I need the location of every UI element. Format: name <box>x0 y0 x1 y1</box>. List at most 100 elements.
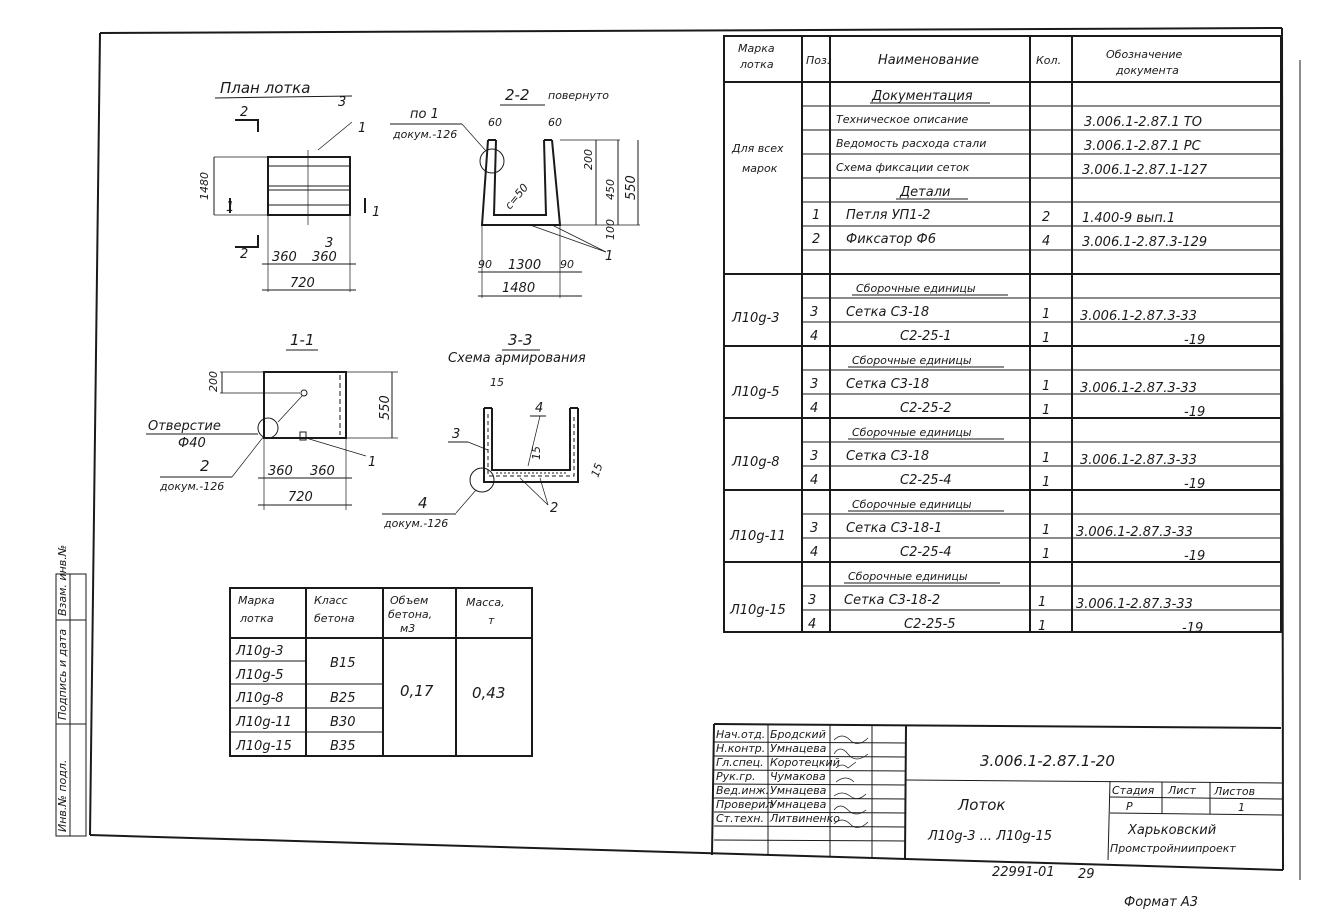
spec-mark: Л10g-3 <box>731 311 780 326</box>
spec-section-heading: Сборочные единицы <box>856 282 976 295</box>
spec-name: С2-25-4 <box>900 545 952 560</box>
spec-name: Сетка С3-18 <box>846 449 929 464</box>
spec-qty: 1 <box>1042 451 1050 466</box>
signatory-name: Коротецкий <box>770 756 840 769</box>
dimension-label: 360 <box>268 464 293 479</box>
spec-name: Схема фиксации сеток <box>836 161 970 174</box>
plan-view: План лотка 2 3 1 1480 1 1 2 3 360 360 72… <box>198 79 380 292</box>
table-header: м3 <box>400 622 415 635</box>
table-header: Марка <box>738 42 775 55</box>
dimension-label: 1480 <box>502 281 535 296</box>
signatory-role: Н.контр. <box>716 742 765 755</box>
document-code: 3.006.1-2.87.1-20 <box>980 752 1115 770</box>
table-cell: 0,17 <box>400 682 434 700</box>
product-name: Лоток <box>957 796 1005 814</box>
table-header: бетона, <box>388 608 432 621</box>
table-cell: В25 <box>330 691 355 706</box>
spec-row-lines <box>724 105 1281 611</box>
spec-name: С2-25-2 <box>900 401 952 416</box>
spec-doc: 3.006.1-2.87.1 РС <box>1084 139 1202 154</box>
side-stamp: Инв.№ подл. Подпись и дата Взам. инв.№ <box>55 545 87 837</box>
stage-label: Стадия <box>1112 784 1155 797</box>
spec-qty: 1 <box>1038 595 1046 610</box>
table-header: Класс <box>314 594 348 607</box>
stamp-text: Взам. инв.№ <box>56 545 69 616</box>
reference-doc: докум.-126 <box>383 517 448 530</box>
spec-name: С2-25-5 <box>904 617 956 632</box>
section-subtitle: Схема армирования <box>448 351 586 366</box>
cut-label: 2 <box>240 105 248 120</box>
spec-name: Ведомость расхода стали <box>836 137 986 150</box>
signatory-role: Проверил <box>716 798 772 811</box>
callout-label: Отверстие <box>148 419 221 434</box>
table-header: Наименование <box>878 53 979 68</box>
section-note: повернуто <box>548 89 609 102</box>
dimension-label: 1480 <box>198 172 211 200</box>
dimension-label: c=50 <box>502 181 531 212</box>
spec-mark-all: марок <box>742 162 778 175</box>
spec-section-heading: Детали <box>899 185 950 200</box>
table-header: Кол. <box>1036 54 1061 67</box>
signatory-name: Умнацева <box>770 742 827 755</box>
reference-label: 4 <box>418 494 428 512</box>
table-cell: В30 <box>330 715 355 730</box>
signature-scribbles <box>833 735 869 828</box>
dimension-label: 90 <box>560 258 574 271</box>
signatory-name: Умнацева <box>770 784 827 797</box>
position-label: 1 <box>368 455 376 470</box>
spec-doc: 3.006.1-2.87.3-33 <box>1080 381 1197 396</box>
spec-doc: 1.400-9 вып.1 <box>1082 211 1175 226</box>
spec-name: С2-25-4 <box>900 473 952 488</box>
table-cell: В35 <box>330 739 355 754</box>
section-2-2: 2-2 повернуто по 1 докум.-126 60 60 c=50… <box>390 86 640 298</box>
stage-value: Р <box>1126 800 1133 813</box>
spec-doc: -19 <box>1184 549 1205 564</box>
table-header: Объем <box>390 594 428 607</box>
spec-name: Сетка С3-18-1 <box>846 521 942 536</box>
spec-section-heading: Документация <box>871 89 973 104</box>
sheets-label: Листов <box>1213 785 1255 798</box>
position-label: 4 <box>535 401 543 416</box>
table-cell: Л10g-15 <box>235 739 292 754</box>
section-1-1: 1-1 200 550 Отверстие Ф40 2 докум.-126 1… <box>146 331 398 510</box>
spec-mark: Л10g-5 <box>731 385 780 400</box>
table-header: Марка <box>238 594 275 607</box>
cut-label: 3 <box>325 236 333 251</box>
table-header: Обозначение <box>1106 48 1183 61</box>
dimension-label: 720 <box>288 490 313 505</box>
specification-table: Марка лотка Поз. Наименование Кол. Обозн… <box>723 35 1282 636</box>
position-label: 1 <box>358 121 366 136</box>
spec-group: Сборочные единицы Л10g-3 3 Сетка С3-18 1… <box>731 282 1205 348</box>
table-header: Масса, <box>466 596 505 609</box>
signatory-name: Бродский <box>770 728 826 741</box>
signatory-role: Вед.инж. <box>716 784 769 797</box>
signatory-name: Чумакова <box>770 770 826 783</box>
dimension-label: 100 <box>604 219 617 240</box>
reference-label: по 1 <box>410 107 439 122</box>
table-cell: Л10g-11 <box>235 715 292 730</box>
spec-pos: 4 <box>810 545 818 560</box>
spec-pos: 3 <box>810 449 818 464</box>
signatory-name: Литвиненко <box>769 812 840 825</box>
archive-number: 22991-01 <box>992 865 1055 880</box>
concrete-table: Марка лотка Класс бетона Объем бетона, м… <box>229 587 533 757</box>
spec-pos: 3 <box>810 521 818 536</box>
signatory-role: Ст.техн. <box>716 812 764 825</box>
spec-name: Техническое описание <box>836 113 968 126</box>
spec-qty: 1 <box>1042 403 1050 418</box>
reference-label: 2 <box>200 457 210 475</box>
spec-doc: 3.006.1-2.87.3-33 <box>1076 597 1193 612</box>
stamp-text: Подпись и дата <box>56 629 69 720</box>
signatory-role: Нач.отд. <box>716 728 765 741</box>
reference-doc: докум.-126 <box>392 128 457 141</box>
spec-section-heading: Сборочные единицы <box>852 426 972 439</box>
section-title: 3-3 <box>508 331 533 349</box>
spec-group: Сборочные единицы Л10g-5 3 Сетка С3-18 1… <box>731 354 1205 420</box>
dimension-label: 90 <box>478 258 492 271</box>
cut-label: 1 <box>372 205 380 220</box>
table-header: т <box>488 614 495 627</box>
spec-name: Сетка С3-18-2 <box>844 593 940 608</box>
sheet-label: Лист <box>1167 784 1196 797</box>
dimension-label: 1300 <box>508 258 541 273</box>
